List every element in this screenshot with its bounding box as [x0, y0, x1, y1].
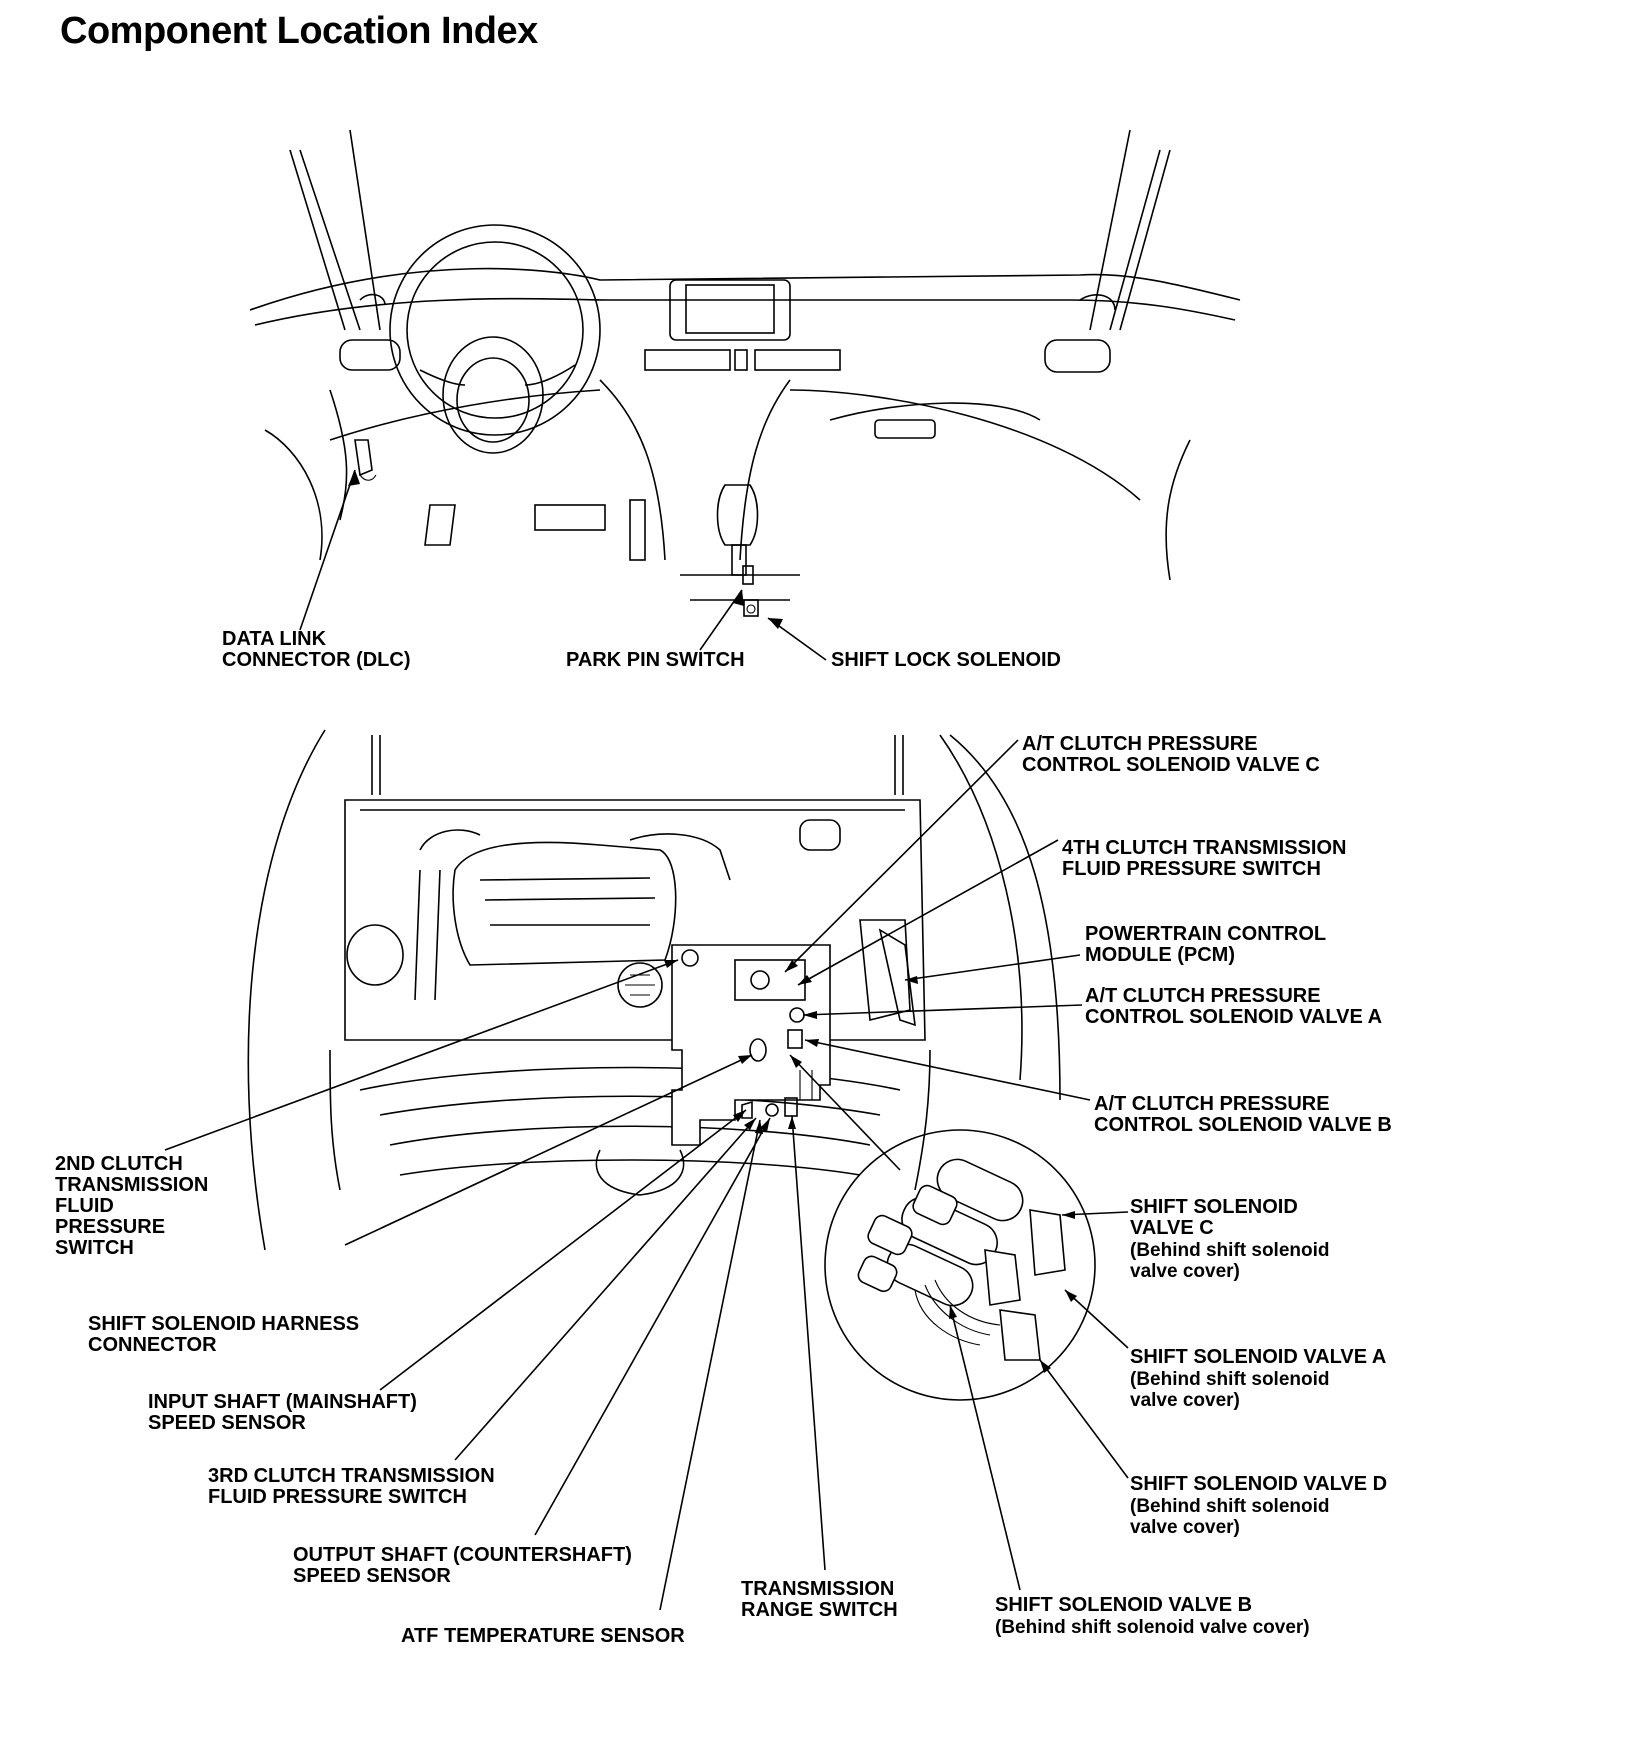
label-shift-solenoid-valve-a: SHIFT SOLENOID VALVE A (Behind shift sol…	[1130, 1346, 1391, 1411]
label-powertrain-control-module: POWERTRAIN CONTROL MODULE (PCM)	[1085, 923, 1331, 966]
label-park-pin-switch: PARK PIN SWITCH	[566, 649, 745, 671]
label-dlc: DATA LINK CONNECTOR (DLC)	[222, 628, 411, 671]
label-4th-clutch-transmission-fluid-pressure-switch: 4TH CLUTCH TRANSMISSION FLUID PRESSURE S…	[1062, 837, 1352, 880]
label-3rd-clutch-transmission-fluid-pressure-switch: 3RD CLUTCH TRANSMISSION FLUID PRESSURE S…	[208, 1465, 500, 1508]
dlc-connector	[354, 439, 377, 481]
label-shift-solenoid-valve-b: SHIFT SOLENOID VALVE B (Behind shift sol…	[995, 1594, 1310, 1638]
label-shift-solenoid-valve-c: SHIFT SOLENOID VALVE C (Behind shift sol…	[1130, 1196, 1335, 1282]
label-shift-solenoid-valve-d: SHIFT SOLENOID VALVE D (Behind shift sol…	[1130, 1473, 1393, 1538]
label-at-clutch-pressure-control-solenoid-valve-b: A/T CLUTCH PRESSURE CONTROL SOLENOID VAL…	[1094, 1093, 1392, 1136]
label-at-clutch-pressure-control-solenoid-valve-c: A/T CLUTCH PRESSURE CONTROL SOLENOID VAL…	[1022, 733, 1320, 776]
transmission-assembly	[671, 944, 831, 1146]
page-title: Component Location Index	[60, 10, 538, 52]
shift-solenoid-detail-callout	[824, 1129, 1096, 1401]
label-shift-lock-solenoid: SHIFT LOCK SOLENOID	[831, 649, 1061, 671]
label-atf-temperature-sensor: ATF TEMPERATURE SENSOR	[401, 1625, 685, 1647]
engine-bay-illustration	[247, 729, 1061, 1251]
label-input-shaft-speed-sensor: INPUT SHAFT (MAINSHAFT) SPEED SENSOR	[148, 1391, 422, 1434]
label-2nd-clutch-transmission-fluid-pressure-switch: 2ND CLUTCH TRANSMISSION FLUID PRESSURE S…	[55, 1153, 214, 1259]
label-output-shaft-speed-sensor: OUTPUT SHAFT (COUNTERSHAFT) SPEED SENSOR	[293, 1544, 637, 1587]
dashboard-illustration	[249, 129, 1241, 617]
steering-wheel	[389, 224, 601, 454]
shift-lever	[680, 484, 800, 617]
label-at-clutch-pressure-control-solenoid-valve-a: A/T CLUTCH PRESSURE CONTROL SOLENOID VAL…	[1085, 985, 1382, 1028]
engine-leader-lines	[164, 739, 1129, 1611]
label-shift-solenoid-harness-connector: SHIFT SOLENOID HARNESS CONNECTOR	[88, 1313, 365, 1356]
label-transmission-range-switch: TRANSMISSION RANGE SWITCH	[741, 1578, 900, 1621]
dashboard-leader-lines	[299, 469, 827, 661]
